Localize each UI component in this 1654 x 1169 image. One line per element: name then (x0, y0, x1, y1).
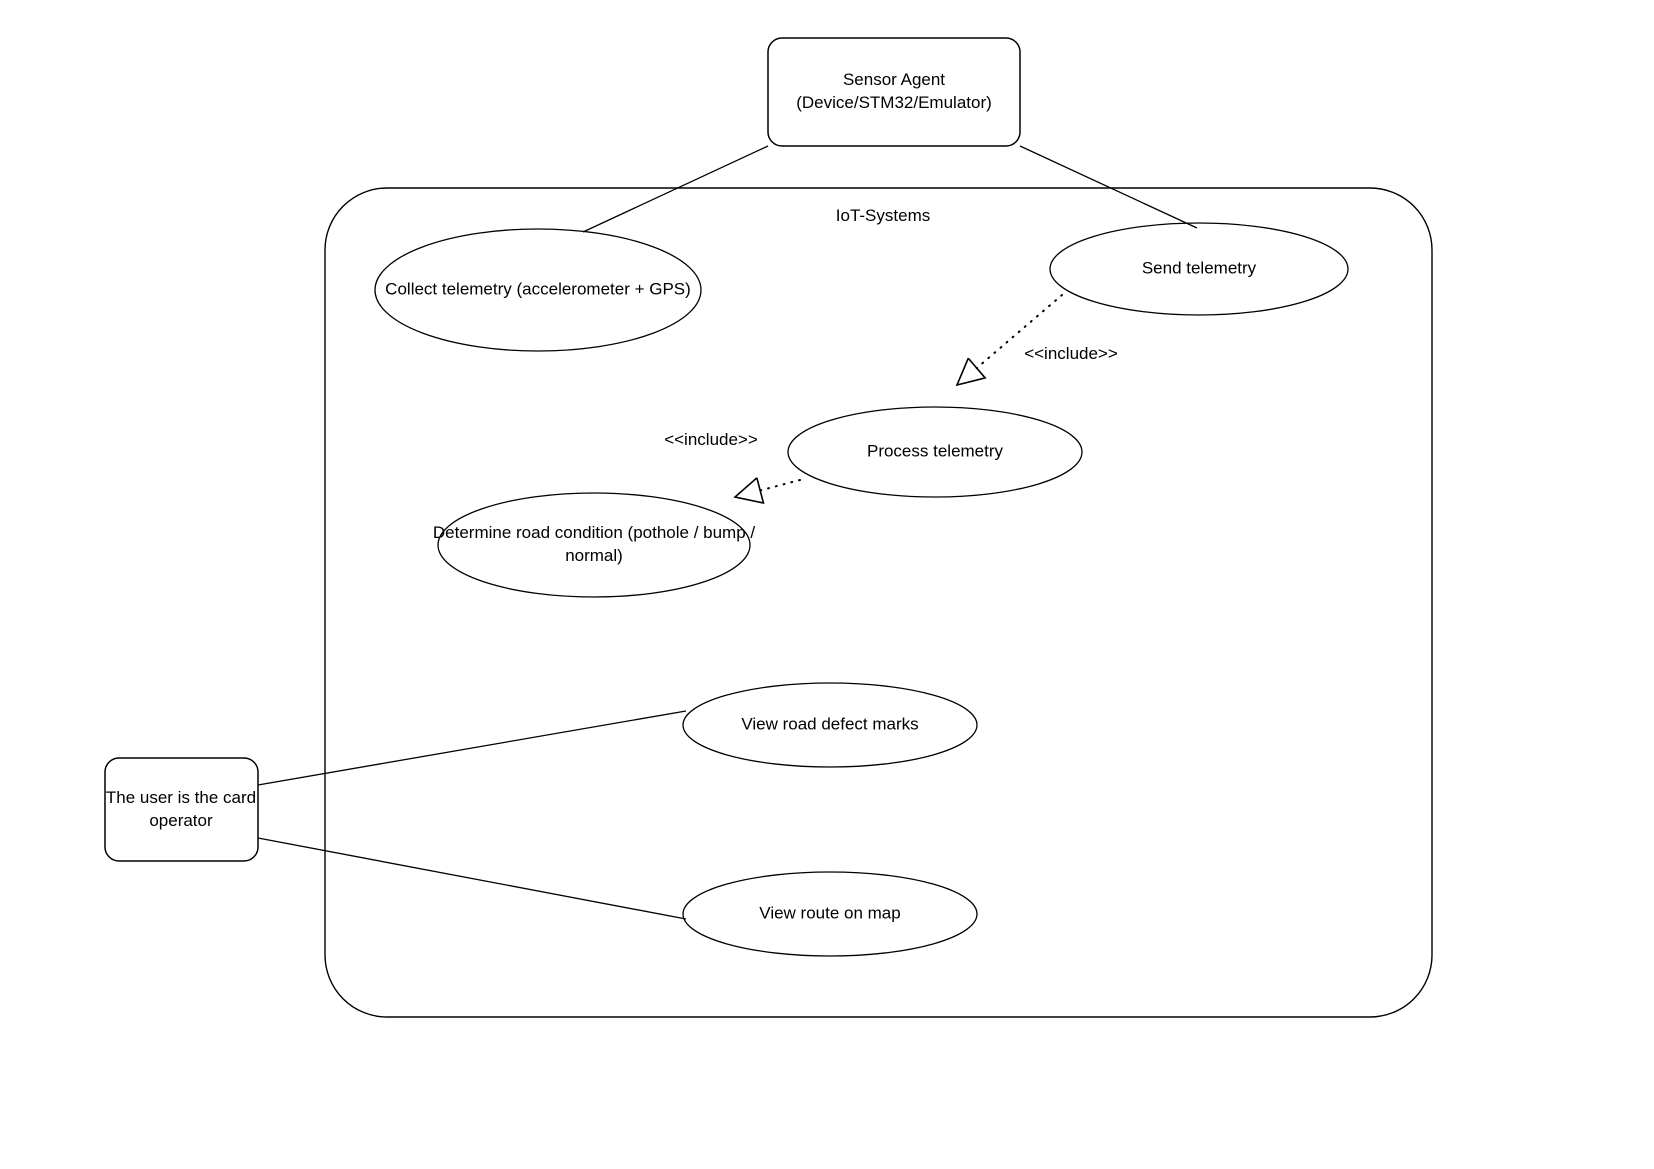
use-case-view-route-on-map[interactable] (683, 872, 977, 956)
use-case-collect-telemetry[interactable] (375, 229, 701, 351)
include-lines (759, 294, 1063, 492)
include-stereotype-process-determine: <<include>> (664, 430, 758, 449)
actor-card-operator[interactable] (105, 758, 258, 861)
use-case-determine-road-condition[interactable] (438, 493, 750, 597)
use-case-send-telemetry[interactable] (1050, 223, 1348, 315)
use-case-process-telemetry[interactable] (788, 407, 1082, 497)
system-boundary-rect[interactable] (324, 187, 1433, 1018)
use-case-view-road-defect-marks[interactable] (683, 683, 977, 767)
association-lines (257, 145, 1198, 920)
system-boundary-label: IoT-Systems (835, 206, 931, 225)
include-arrowheads (733, 357, 987, 505)
include-stereotype-send-process: <<include>> (1024, 344, 1118, 363)
actor-shapes (104, 37, 1021, 862)
use-case-shapes (374, 222, 1349, 957)
actor-sensor-agent[interactable] (768, 38, 1020, 146)
